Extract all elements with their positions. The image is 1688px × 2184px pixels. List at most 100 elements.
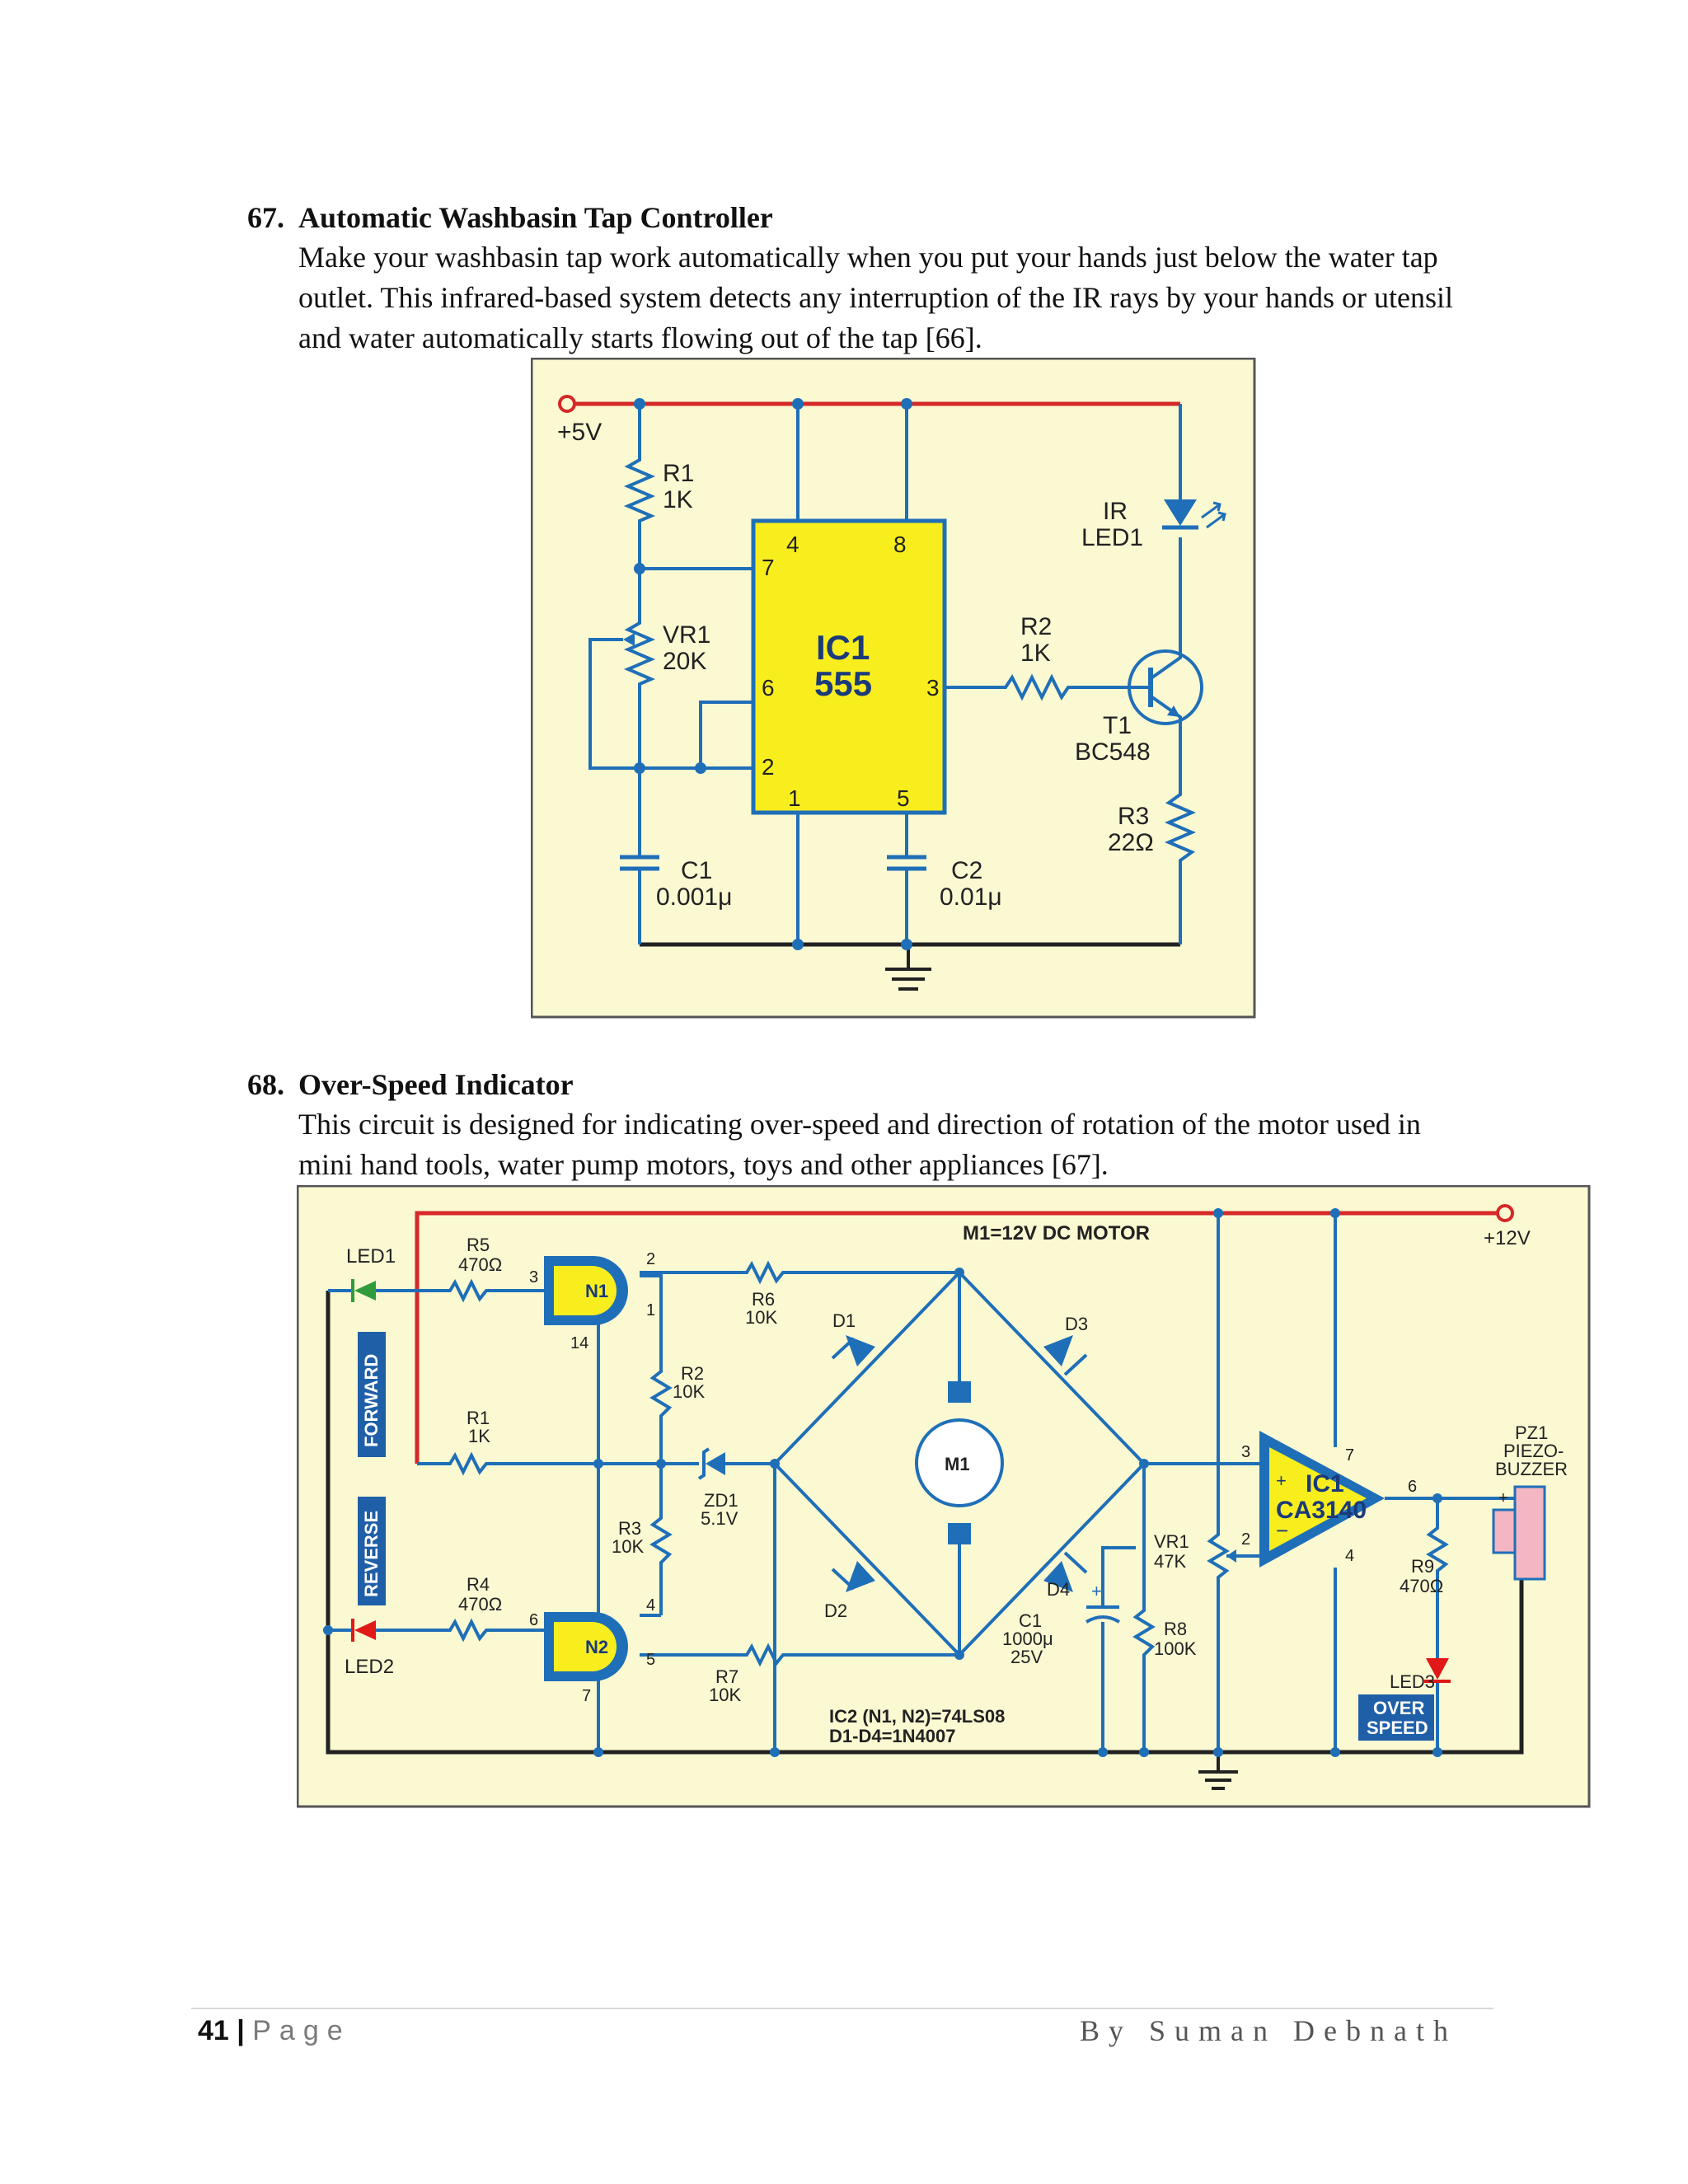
led3-label: LED3 <box>1390 1671 1435 1692</box>
potentiometer-vr1 <box>623 616 656 687</box>
zd1-value: 5.1V <box>701 1508 738 1529</box>
section-heading: Automatic Washbasin Tap Controller <box>298 201 773 234</box>
pin-1: 1 <box>788 785 801 811</box>
section-number: 68. <box>247 1068 284 1101</box>
ic1-555-chip <box>751 518 947 815</box>
ic1-type: CA3140 <box>1276 1497 1367 1524</box>
ground-rail <box>326 1291 1524 1755</box>
potentiometer-vr1 <box>1207 1530 1230 1581</box>
gate-n2 <box>554 1622 617 1671</box>
zener-zd1 <box>706 1452 725 1475</box>
over-speed-box <box>1358 1694 1434 1741</box>
r6-label: R6 <box>752 1289 775 1310</box>
ic1-minus: − <box>1276 1518 1288 1543</box>
resistor-r3 <box>649 1513 673 1569</box>
resistor-r3 <box>1164 788 1197 865</box>
r3-value: 22Ω <box>1108 829 1154 856</box>
t1-emitter-arrow <box>1167 705 1180 717</box>
ic1-pin-7: 7 <box>1345 1446 1354 1465</box>
vr1-label: VR1 <box>1154 1531 1189 1552</box>
diode-note: D1-D4=1N4007 <box>829 1726 955 1746</box>
tap-controller-schematic: +5V R1 1K VR1 20K <box>531 358 1256 1019</box>
vr1-value: 47K <box>1154 1551 1186 1572</box>
d3-label: D3 <box>1065 1314 1088 1334</box>
motor-brush-bottom <box>948 1523 971 1544</box>
n2-label: N2 <box>585 1637 608 1657</box>
r7-value: 10K <box>709 1685 741 1705</box>
n1-pin-1: 1 <box>646 1301 655 1319</box>
r4-label: R4 <box>467 1574 490 1595</box>
piezo-buzzer-body <box>1513 1485 1546 1581</box>
motor-note: M1=12V DC MOTOR <box>963 1222 1150 1244</box>
pin-6: 6 <box>762 675 775 701</box>
led1-label: LED1 <box>346 1245 396 1268</box>
capacitor-c1 <box>1085 1605 1121 1647</box>
supply-terminal <box>558 395 576 413</box>
d4-label: D4 <box>1047 1579 1070 1600</box>
ic1-label: IC1 <box>1306 1470 1344 1497</box>
section-68-title: 68. Over-Speed Indicator <box>247 1066 574 1103</box>
page-number: 41 <box>198 2015 229 2046</box>
ir-emission-arrows <box>1201 501 1226 529</box>
n2-pin-6: 6 <box>529 1611 538 1629</box>
buzzer-plus: + <box>1498 1489 1508 1507</box>
t1-type: BC548 <box>1075 738 1151 766</box>
pin-4: 4 <box>786 532 799 557</box>
section-heading: Over-Speed Indicator <box>298 1068 574 1101</box>
piezo-buzzer-element <box>1492 1508 1517 1554</box>
zd1-bar <box>697 1447 710 1480</box>
diode-d2 <box>831 1561 875 1592</box>
ic1-pin-4: 4 <box>1345 1547 1354 1565</box>
r5-value: 470Ω <box>458 1254 502 1275</box>
resistor-r2 <box>649 1366 673 1422</box>
ir-led-label-2: LED1 <box>1081 524 1143 551</box>
gate-n1 <box>554 1266 617 1315</box>
reverse-box <box>358 1497 386 1605</box>
pin-7: 7 <box>762 555 775 580</box>
r4-value: 470Ω <box>458 1594 502 1615</box>
pin-2: 2 <box>762 754 775 780</box>
junction-dots <box>323 1208 1442 1757</box>
vr1-wiper-arrow <box>623 633 635 646</box>
r1-value: 1K <box>468 1426 490 1446</box>
motor-m1 <box>915 1418 1004 1507</box>
d1-label: D1 <box>832 1310 856 1331</box>
r2-label: R2 <box>1020 613 1052 640</box>
over-speed-label-2: SPEED <box>1367 1718 1428 1738</box>
c1-voltage: 25V <box>1010 1647 1043 1667</box>
resistor-r7 <box>742 1643 788 1667</box>
resistor-r1 <box>445 1451 491 1476</box>
paragraph-line: Make your washbasin tap work automatical… <box>298 241 1438 274</box>
supply-label: +5V <box>557 419 602 446</box>
resistor-r6 <box>742 1260 788 1285</box>
c1-polarity: + <box>1091 1581 1102 1601</box>
resistor-r8 <box>1132 1605 1156 1668</box>
pin-8: 8 <box>893 532 907 557</box>
ir-led1 <box>1164 499 1197 526</box>
page-separator: | <box>237 2015 245 2046</box>
section-68-paragraph: This circuit is designed for indicating … <box>298 1104 1492 1185</box>
supply-rail <box>415 1211 1505 1464</box>
r1-value: 1K <box>663 486 693 513</box>
r2-value: 10K <box>673 1381 705 1402</box>
pin-3: 3 <box>926 675 940 701</box>
led3-red <box>1426 1658 1449 1680</box>
junction-dots <box>634 398 912 950</box>
r8-value: 100K <box>1154 1638 1197 1659</box>
over-speed-label-1: OVER <box>1373 1698 1424 1718</box>
n2-pin-5: 5 <box>646 1651 655 1669</box>
n2-pin-7: 7 <box>582 1687 591 1705</box>
t1-label: T1 <box>1103 712 1132 739</box>
resistor-r9 <box>1426 1523 1449 1576</box>
section-67-title: 67.Automatic Washbasin Tap Controller <box>247 199 773 236</box>
r9-value: 470Ω <box>1400 1576 1443 1596</box>
pz1-type-1: PIEZO- <box>1503 1441 1564 1461</box>
r3-value: 10K <box>612 1536 644 1557</box>
supply-label: +12V <box>1484 1227 1531 1249</box>
c1-label: C1 <box>681 857 712 884</box>
r5-label: R5 <box>467 1235 490 1255</box>
led2-red <box>354 1620 376 1640</box>
d2-label: D2 <box>824 1601 847 1621</box>
supply-terminal <box>1496 1204 1514 1222</box>
vr1-label: VR1 <box>663 621 710 649</box>
